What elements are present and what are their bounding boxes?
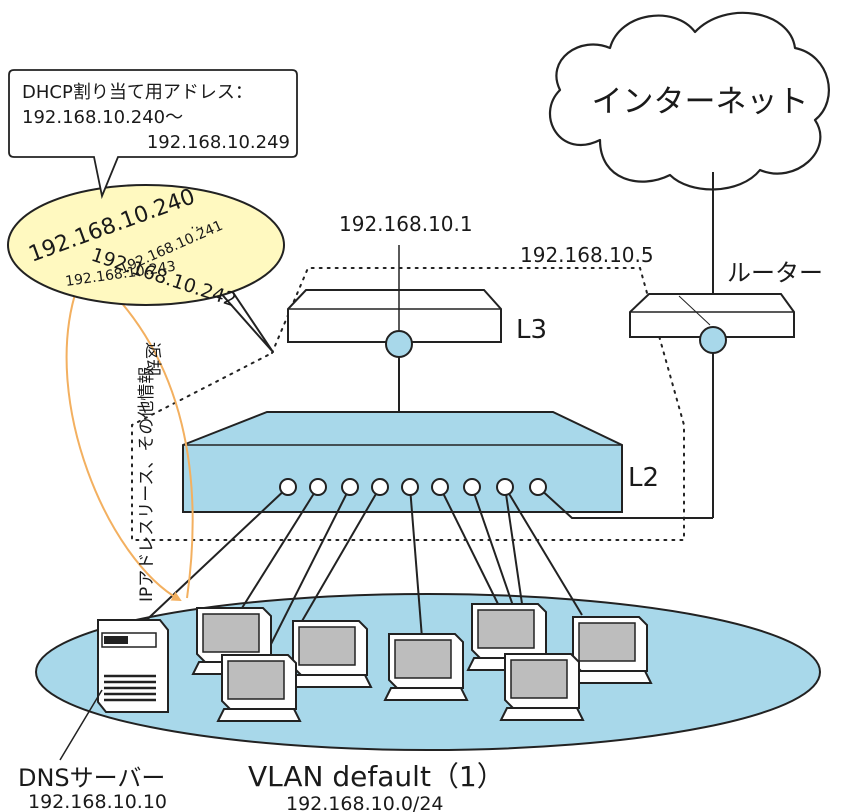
client-pc-icon xyxy=(567,616,653,684)
dns-ip: 192.168.10.10 xyxy=(28,791,167,812)
address-pool: 192.168.10.240 192.168.10.241 192.168.10… xyxy=(7,184,285,353)
callout-line1: DHCP割り当て用アドレス： xyxy=(22,82,253,103)
l2-port xyxy=(371,478,389,496)
l2-port xyxy=(463,478,481,496)
return-arrow-label: 返却 xyxy=(142,342,162,376)
client-pc-icon xyxy=(216,654,302,722)
internet-cloud: インターネット xyxy=(548,11,830,191)
l2-port xyxy=(341,478,359,496)
router-ip: 192.168.10.5 xyxy=(520,243,654,267)
internet-label: インターネット xyxy=(592,84,809,120)
l3-ip: 192.168.10.1 xyxy=(339,212,473,236)
l3-label: L3 xyxy=(516,315,547,345)
l3-switch: 192.168.10.1 L3 xyxy=(287,212,547,413)
pool-ellipsis: ⋯ xyxy=(190,220,204,236)
l2-port xyxy=(309,478,327,496)
l3-port xyxy=(385,330,413,358)
lease-arrow xyxy=(65,287,182,601)
client-pc-icon xyxy=(383,633,469,701)
lease-arrow-label: IPアドレスリース、その他情報 xyxy=(137,367,157,602)
vlan-name: VLAN default（1） xyxy=(248,760,505,793)
router-ip-leader xyxy=(678,295,711,326)
dns-label: DNSサーバー xyxy=(18,764,165,792)
l2-port xyxy=(496,478,514,496)
l2-port xyxy=(401,478,419,496)
l2-port xyxy=(279,478,297,496)
router: 192.168.10.5 ルーター xyxy=(520,243,823,518)
l2-port xyxy=(431,478,449,496)
dns-server: DNSサーバー 192.168.10.10 xyxy=(18,619,169,812)
l2-port xyxy=(529,478,547,496)
callout-line3: 192.168.10.249 xyxy=(147,132,290,153)
client-pc-icon xyxy=(499,653,585,721)
router-label: ルーター xyxy=(727,259,823,287)
l2-label: L2 xyxy=(628,463,659,493)
router-port xyxy=(699,326,727,354)
l2-router-uplink xyxy=(537,486,713,519)
dhcp-callout: DHCP割り当て用アドレス： 192.168.10.240〜 192.168.1… xyxy=(8,69,298,200)
l2-body xyxy=(182,411,623,513)
vlan-subnet: 192.168.10.0/24 xyxy=(286,793,444,812)
dns-leader-line xyxy=(59,689,103,761)
l2-ports xyxy=(279,478,547,496)
client-pcs xyxy=(191,603,653,722)
return-arrow xyxy=(110,290,194,599)
client-pc-icon xyxy=(287,620,373,688)
callout-line2: 192.168.10.240〜 xyxy=(22,107,183,128)
